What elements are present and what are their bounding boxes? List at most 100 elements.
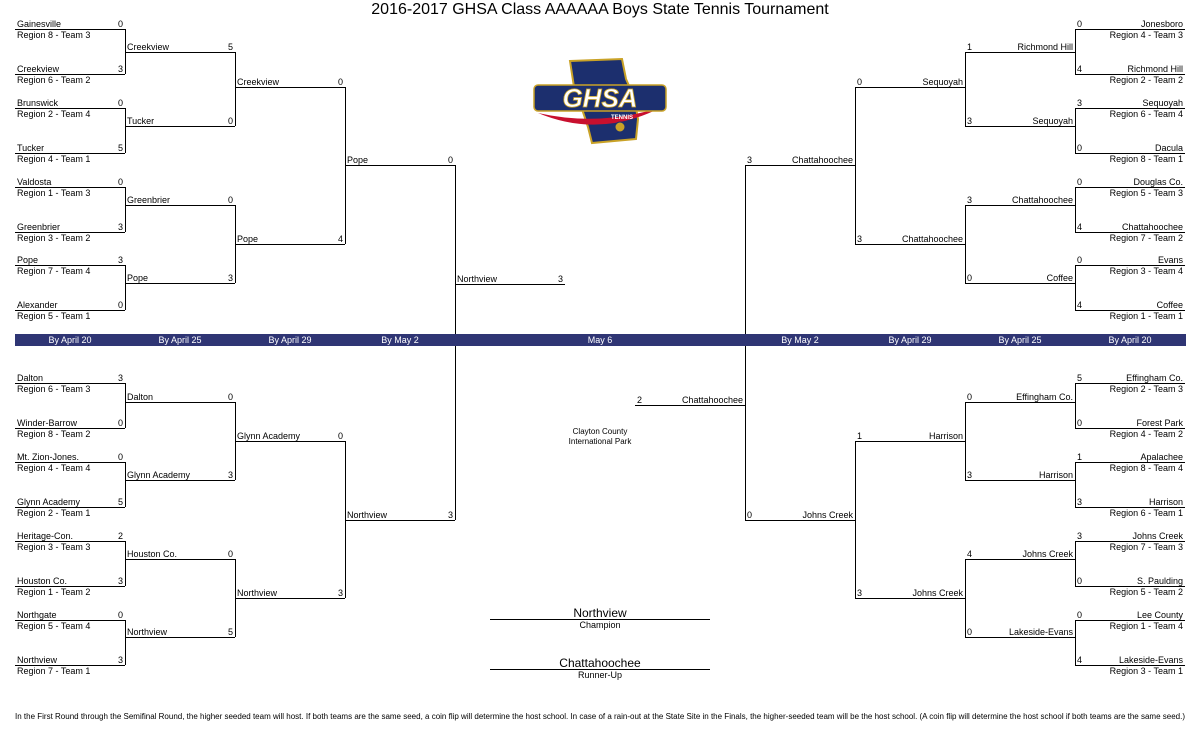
right-round1-line (1075, 383, 1185, 384)
swoosh-shape (538, 107, 662, 125)
tennis-ball-icon (614, 121, 626, 133)
left-round2-score: 5 (227, 42, 233, 52)
left-round1-score: 5 (117, 143, 123, 153)
right-round1-team: Harrison (1148, 497, 1183, 507)
bracket-connector (125, 187, 126, 232)
right-round1-score: 4 (1077, 222, 1083, 232)
right-round2-line (965, 283, 1075, 284)
right-semifinal-score: 3 (747, 155, 753, 165)
left-round2-score: 0 (227, 116, 233, 126)
right-round1-score: 0 (1077, 576, 1083, 586)
left-round1-line (15, 541, 125, 542)
date-label-left: By April 25 (158, 335, 202, 345)
left-round1-score: 0 (117, 418, 123, 428)
bracket-connector (235, 52, 236, 126)
date-label-left: By April 29 (268, 335, 312, 345)
right-round1-score: 3 (1077, 531, 1083, 541)
final-left-line (455, 284, 565, 285)
bracket-connector (1075, 265, 1076, 310)
date-label-right: By April 20 (1108, 335, 1152, 345)
right-round3-line (855, 87, 965, 88)
logo-subtext: TENNIS (611, 115, 633, 121)
left-round1-seed: Region 1 - Team 2 (17, 587, 91, 597)
right-round1-team: Forest Park (1136, 418, 1183, 428)
left-round3-line (235, 87, 345, 88)
date-label-right: By April 25 (998, 335, 1042, 345)
date-band (15, 334, 1186, 346)
left-round1-team: Dalton (17, 373, 44, 383)
right-round3-team: Harrison (928, 431, 963, 441)
left-semifinal-score: 3 (447, 510, 453, 520)
right-round1-score: 0 (1077, 19, 1083, 29)
right-round1-seed: Region 5 - Team 3 (1109, 188, 1183, 198)
left-round1-seed: Region 7 - Team 1 (17, 666, 91, 676)
right-round1-team: Douglas Co. (1133, 177, 1183, 187)
bracket-connector (965, 205, 966, 283)
right-semifinal-line (745, 165, 855, 166)
left-round1-team: Heritage-Con. (17, 531, 74, 541)
runner-up-line (490, 669, 710, 670)
left-round1-seed: Region 2 - Team 4 (17, 109, 91, 119)
left-round3-score: 3 (337, 588, 343, 598)
champion-line (490, 619, 710, 620)
right-round1-score: 0 (1077, 610, 1083, 620)
right-round2-team: Chattahoochee (1011, 195, 1073, 205)
right-round1-score: 4 (1077, 64, 1083, 74)
left-round2-team: Houston Co. (127, 549, 178, 559)
left-round1-score: 0 (117, 19, 123, 29)
left-round1-seed: Region 6 - Team 2 (17, 75, 91, 85)
left-round1-line (15, 620, 125, 621)
bracket-connector (855, 441, 856, 598)
bracket-connector (1075, 108, 1076, 153)
right-round1-seed: Region 5 - Team 2 (1109, 587, 1183, 597)
left-round1-line (15, 29, 125, 30)
right-round2-team: Lakeside-Evans (1008, 627, 1073, 637)
bracket-connector (345, 441, 346, 598)
bracket-connector (965, 52, 966, 126)
right-round1-score: 3 (1077, 98, 1083, 108)
bracket-connector (125, 108, 126, 153)
left-round1-score: 3 (117, 655, 123, 665)
right-round1-team: Johns Creek (1132, 531, 1183, 541)
champion-label: Champion (579, 620, 621, 630)
left-semifinal-team: Northview (347, 510, 388, 520)
left-semifinal-line (345, 520, 455, 521)
left-round1-team: Greenbrier (17, 222, 61, 232)
left-round1-seed: Region 3 - Team 2 (17, 233, 91, 243)
date-label-left: By April 20 (48, 335, 92, 345)
left-round1-score: 0 (117, 610, 123, 620)
bracket-connector (125, 29, 126, 74)
left-round1-score: 3 (117, 222, 123, 232)
right-round1-line (1075, 586, 1185, 587)
left-round1-line (15, 462, 125, 463)
left-round1-seed: Region 4 - Team 1 (17, 154, 91, 164)
right-round3-score: 3 (857, 588, 863, 598)
left-round1-score: 2 (117, 531, 123, 541)
right-round3-score: 1 (857, 431, 863, 441)
right-round1-score: 3 (1077, 497, 1083, 507)
left-round1-team: Gainesville (17, 19, 62, 29)
bracket-connector (965, 402, 966, 480)
footnote: In the First Round through the Semifinal… (15, 712, 1185, 721)
left-round1-score: 3 (117, 576, 123, 586)
right-round1-line (1075, 620, 1185, 621)
right-round2-score: 4 (967, 549, 973, 559)
right-round1-line (1075, 74, 1185, 75)
right-round1-team: Sequoyah (1142, 98, 1183, 108)
left-round1-seed: Region 4 - Team 4 (17, 463, 91, 473)
right-round3-line (855, 441, 965, 442)
left-round1-team: Mt. Zion-Jones. (17, 452, 80, 462)
bracket-connector (125, 620, 126, 665)
bracket-connector (855, 87, 856, 244)
bracket-connector (1075, 383, 1076, 428)
left-round2-team: Dalton (127, 392, 154, 402)
right-round2-team: Coffee (1046, 273, 1073, 283)
left-round1-team: Pope (17, 255, 39, 265)
right-round2-team: Johns Creek (1022, 549, 1073, 559)
left-round1-team: Northgate (17, 610, 57, 620)
left-round1-score: 3 (117, 64, 123, 74)
right-semifinal-team: Johns Creek (802, 510, 853, 520)
venue-line-2: International Park (568, 437, 632, 446)
venue: Clayton County International Park (540, 427, 660, 447)
left-round2-score: 0 (227, 195, 233, 205)
